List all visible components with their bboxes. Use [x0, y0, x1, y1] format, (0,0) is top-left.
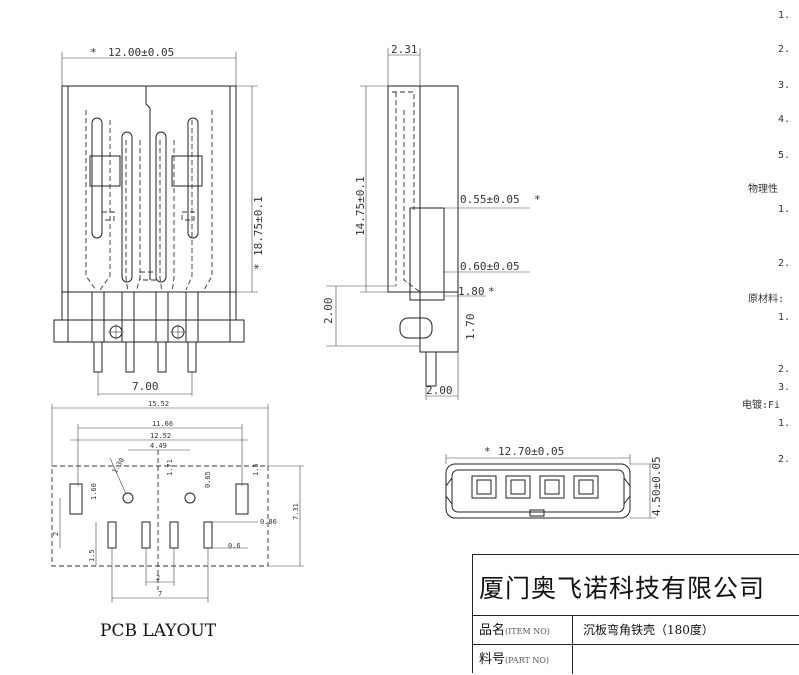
item-value: 沉板弯角铁壳（180度） — [583, 623, 714, 637]
front-width-dim: 12.70±0.05 — [498, 445, 564, 458]
note-line: 2. — [778, 364, 790, 375]
side-dim-180: 1.80 — [458, 285, 485, 298]
lead-pitch-dim: 7.00 — [132, 380, 159, 393]
side-dim-200-left: 2.00 — [322, 298, 335, 325]
pcb-dim-06: 0.6 — [228, 542, 241, 550]
side-dim-055: 0.55±0.05 — [460, 193, 520, 206]
note-line: 1. — [778, 204, 790, 215]
note-line: 2. — [778, 258, 790, 269]
notes-materials-heading: 原材料: — [748, 292, 784, 305]
item-row: 品名(ITEM NO) 沉板弯角铁壳（180度） — [473, 615, 799, 645]
pcb-dim-065: 0.65 — [204, 471, 212, 488]
side-length-dim: 14.75±0.1 — [354, 176, 367, 236]
side-thickness-dim: 2.31 — [391, 43, 418, 56]
pcb-dim-15a: 1.5 — [252, 463, 260, 476]
front-view: * 12.70±0.05 4.50±0.05 — [445, 445, 663, 519]
note-line: 5. — [778, 150, 790, 161]
pcb-dim-15b: 1.5 — [88, 549, 96, 562]
note-line: 3. — [778, 80, 790, 91]
part-label-text: 料号 — [479, 652, 506, 667]
side-view: 2.31 14.75±0.1 0.55±0.05 * 0.60±0.05 1.8… — [322, 43, 541, 400]
pcb-dim-2a: 2 — [52, 532, 60, 536]
star-mark: * — [534, 193, 541, 206]
pcb-dim-1252: 12.52 — [150, 432, 171, 440]
side-dim-170: 1.70 — [464, 314, 477, 341]
notes-physical-heading: 物理性 — [748, 182, 778, 195]
front-height-dim: 4.50±0.05 — [650, 456, 663, 516]
note-line: 1. — [778, 312, 790, 323]
pcb-dim-7: 7 — [158, 590, 162, 598]
notes-plating-heading: 电镀:Fi — [742, 398, 780, 411]
top-width-dim: 12.00±0.05 — [108, 46, 174, 59]
pcb-dim-449: 4.49 — [150, 442, 167, 450]
item-label: 品名(ITEM NO) — [473, 616, 573, 645]
pcb-dim-1552: 15.52 — [148, 400, 169, 408]
part-row: 料号(PART NO) — [473, 644, 799, 674]
pcb-dim-086: 0.86 — [260, 518, 277, 526]
star-mark: * — [488, 285, 495, 298]
star-mark: * — [252, 263, 265, 270]
star-mark: * — [484, 445, 491, 458]
title-block: 厦门奥飞诺科技有限公司 品名(ITEM NO) 沉板弯角铁壳（180度） 料号(… — [472, 554, 799, 674]
side-dim-200-bottom: 2.00 — [426, 384, 453, 397]
note-line: 1. — [778, 418, 790, 429]
part-label-en: (PART NO) — [505, 656, 550, 665]
pcb-layout: 15.52 11.66 12.52 4.49 1.30 1.71 0.65 1.… — [51, 400, 304, 641]
pcb-dim-171: 1.71 — [166, 459, 174, 476]
pcb-dim-160: 1.60 — [90, 483, 98, 500]
item-label-en: (ITEM NO) — [505, 627, 550, 636]
note-line: 1. — [778, 10, 790, 21]
pcb-dim-731: 7.31 — [292, 503, 300, 520]
star-mark: * — [90, 46, 97, 59]
notes-panel: 1. 2. 3. 4. 5. 物理性 1. 2. 原材料: 1. 2. 3. 电… — [742, 10, 790, 465]
note-line: 4. — [778, 114, 790, 125]
note-line: 2. — [778, 454, 790, 465]
company-name: 厦门奥飞诺科技有限公司 — [479, 574, 766, 603]
pcb-dim-1166: 11.66 — [152, 420, 173, 428]
pcb-dim-130: 1.30 — [111, 456, 126, 475]
side-dim-060: 0.60±0.05 — [460, 260, 520, 273]
top-view: * 12.00±0.05 * 18.75±0.1 — [53, 46, 265, 396]
pcb-caption: PCB LAYOUT — [100, 621, 217, 641]
note-line: 2. — [778, 44, 790, 55]
note-line: 3. — [778, 382, 790, 393]
pcb-dim-2b: 2 — [156, 574, 160, 582]
item-label-text: 品名 — [479, 623, 506, 638]
part-label: 料号(PART NO) — [473, 645, 573, 674]
top-height-dim: 18.75±0.1 — [252, 196, 265, 256]
